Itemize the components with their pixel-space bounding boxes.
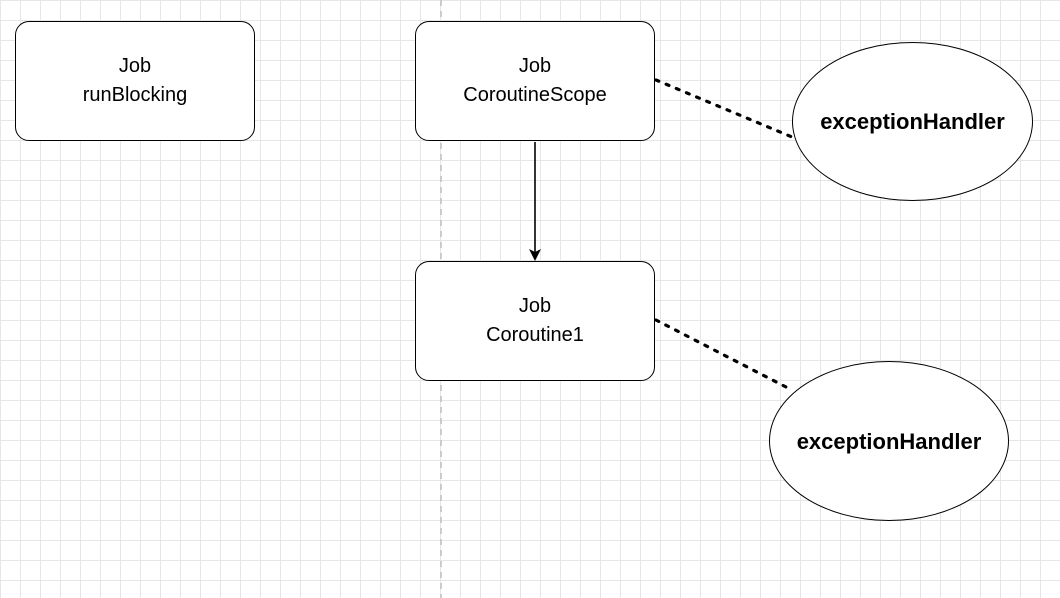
exception-handler-coroutine1-node[interactable]: exceptionHandler — [769, 361, 1009, 521]
node-label: exceptionHandler — [820, 109, 1005, 134]
edge-coroutine1-to-handler-dotted — [654, 318, 788, 389]
node-line2: Coroutine1 — [486, 324, 584, 346]
node-line1: Job — [518, 55, 552, 77]
node-label: exceptionHandler — [796, 428, 982, 454]
job-coroutine1-node[interactable]: Job Coroutine1 — [415, 261, 655, 381]
node-line2: runBlocking — [82, 84, 188, 106]
node-line2: CoroutineScope — [463, 84, 607, 106]
job-runblocking-node[interactable]: Job runBlocking — [15, 21, 255, 141]
job-coroutinescope-node[interactable]: Job CoroutineScope — [415, 21, 655, 141]
edge-scope-to-handler-dotted — [654, 78, 794, 139]
node-line1: Job — [518, 295, 552, 317]
exception-handler-scope-node[interactable]: exceptionHandler — [792, 42, 1033, 201]
node-line1: Job — [118, 55, 152, 77]
